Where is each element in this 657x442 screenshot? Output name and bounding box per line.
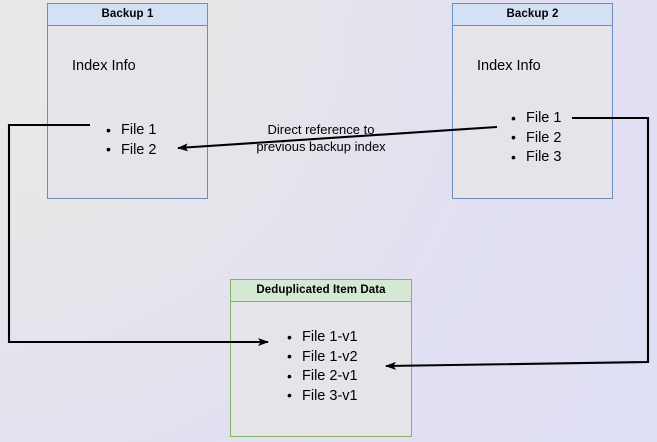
direct-reference-caption: Direct reference to previous backup inde… <box>256 122 386 154</box>
backup-1-title: Backup 1 <box>48 4 207 26</box>
backup-2-file-list: File 1 File 2 File 3 <box>497 109 561 168</box>
backup-2-box[interactable]: Backup 2 Index Info File 1 File 2 File 3 <box>452 3 613 199</box>
backup-1-box[interactable]: Backup 1 Index Info File 1 File 2 <box>47 3 208 199</box>
backup-2-index-info-label: Index Info <box>477 58 541 74</box>
backup-1-file-list: File 1 File 2 <box>92 121 156 160</box>
list-item: File 1 <box>511 109 561 129</box>
list-item: File 3 <box>511 148 561 168</box>
list-item: File 1 <box>106 121 156 141</box>
list-item: File 2-v1 <box>287 367 358 387</box>
list-item: File 1-v2 <box>287 347 358 368</box>
backup-1-index-info-label: Index Info <box>72 58 136 74</box>
backup-2-body: Index Info File 1 File 2 File 3 <box>453 26 612 198</box>
deduplicated-file-list: File 1-v1 File 1-v2 File 2-v1 File 3-v1 <box>273 328 358 406</box>
list-item: File 1-v1 <box>287 328 358 348</box>
list-item: File 3-v1 <box>287 386 358 407</box>
backup-1-body: Index Info File 1 File 2 <box>48 26 207 198</box>
deduplicated-item-data-title: Deduplicated Item Data <box>231 280 411 302</box>
list-item: File 2 <box>511 128 561 149</box>
deduplicated-item-data-body: File 1-v1 File 1-v2 File 2-v1 File 3-v1 <box>231 302 411 436</box>
list-item: File 2 <box>106 140 156 161</box>
backup-2-title: Backup 2 <box>453 4 612 26</box>
deduplicated-item-data-box[interactable]: Deduplicated Item Data File 1-v1 File 1-… <box>230 279 412 437</box>
